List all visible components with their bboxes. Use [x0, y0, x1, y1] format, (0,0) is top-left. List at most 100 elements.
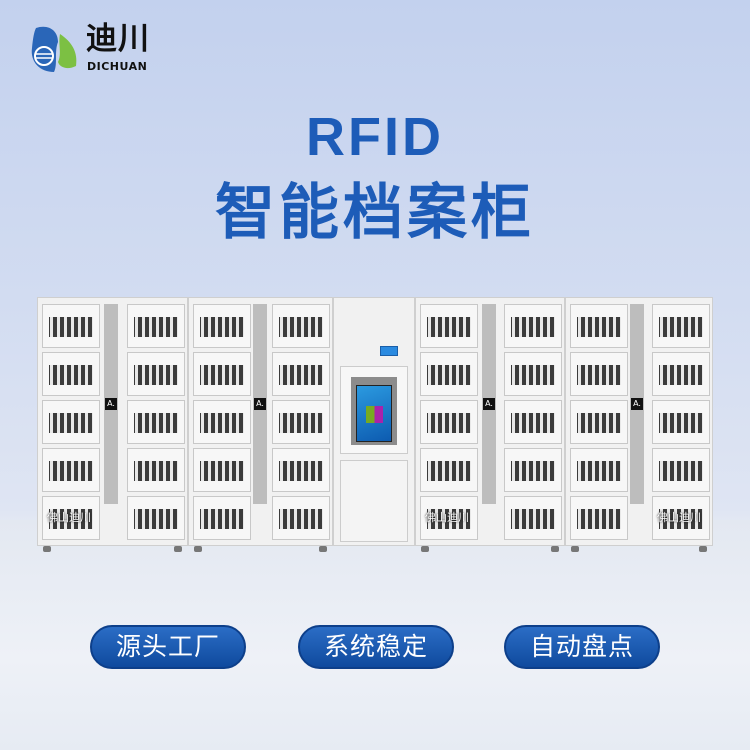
drawer-window: [198, 312, 246, 340]
file-drawer[interactable]: 佛山迪川: [420, 496, 478, 540]
file-drawer[interactable]: [42, 400, 100, 444]
file-drawer[interactable]: [652, 400, 710, 444]
drawer-window: [575, 408, 623, 436]
feature-badge-inventory: 自动盘点: [504, 625, 660, 669]
drawer-window: [47, 456, 95, 484]
file-drawer[interactable]: [127, 352, 185, 396]
drawer-window: [509, 504, 557, 532]
file-drawer[interactable]: [42, 448, 100, 492]
brand-name-en: DICHUAN: [87, 60, 148, 73]
file-drawer[interactable]: [193, 352, 251, 396]
drawer-window: [198, 504, 246, 532]
drawer-window: [509, 360, 557, 388]
drawer-window: [198, 456, 246, 484]
file-drawer[interactable]: [272, 352, 330, 396]
center-control-unit: [333, 297, 415, 546]
caster-wheel: [551, 546, 559, 552]
file-drawer[interactable]: [272, 400, 330, 444]
file-drawer[interactable]: [193, 448, 251, 492]
watermark-text: 佛山迪川: [47, 511, 91, 524]
caster-wheel: [43, 546, 51, 552]
drawer-window: [425, 408, 473, 436]
rfid-reader-icon: A.: [254, 398, 266, 410]
brand-logo: 迪川 DICHUAN: [28, 20, 198, 76]
drawer-window: [657, 360, 705, 388]
drawer-window: [425, 360, 473, 388]
drawer-window: [425, 456, 473, 484]
file-drawer[interactable]: [42, 304, 100, 348]
drawer-window: [132, 408, 180, 436]
drawer-window: [47, 312, 95, 340]
drawer-window: [657, 456, 705, 484]
file-drawer[interactable]: [127, 496, 185, 540]
file-drawer[interactable]: [504, 496, 562, 540]
drawer-window: [198, 408, 246, 436]
file-drawer[interactable]: [193, 304, 251, 348]
status-display-icon: [380, 346, 398, 356]
file-drawer[interactable]: [570, 448, 628, 492]
logo-mark-icon: [31, 26, 77, 72]
file-drawer[interactable]: [504, 448, 562, 492]
file-drawer[interactable]: [652, 304, 710, 348]
drawer-window: [132, 312, 180, 340]
locker-module: A.佛山迪川: [565, 297, 713, 546]
drawer-window: [198, 360, 246, 388]
drawer-window: [47, 408, 95, 436]
drawer-window: [277, 360, 325, 388]
headline-rfid: RFID: [306, 107, 444, 167]
file-drawer[interactable]: [193, 400, 251, 444]
file-drawer[interactable]: [272, 304, 330, 348]
file-drawer[interactable]: 佛山迪川: [652, 496, 710, 540]
brand-name-cn: 迪川: [86, 21, 150, 57]
feature-badge-factory: 源头工厂: [90, 625, 246, 669]
drawer-window: [277, 504, 325, 532]
file-drawer[interactable]: [570, 304, 628, 348]
drawer-window: [575, 312, 623, 340]
file-drawer[interactable]: [420, 448, 478, 492]
caster-wheel: [571, 546, 579, 552]
file-drawer[interactable]: [652, 448, 710, 492]
drawer-window: [575, 456, 623, 484]
locker-module: A. 佛山迪川: [415, 297, 565, 546]
file-drawer[interactable]: [504, 304, 562, 348]
rfid-reader-icon: A.: [105, 398, 117, 410]
drawer-window: [47, 504, 95, 532]
file-drawer[interactable]: [420, 304, 478, 348]
file-drawer[interactable]: [570, 496, 628, 540]
drawer-window: [509, 456, 557, 484]
file-drawer[interactable]: [420, 400, 478, 444]
file-drawer[interactable]: [420, 352, 478, 396]
file-drawer[interactable]: [193, 496, 251, 540]
locker-module: A.: [188, 297, 333, 546]
file-drawer[interactable]: [127, 400, 185, 444]
file-drawer[interactable]: [42, 352, 100, 396]
file-drawer[interactable]: [272, 496, 330, 540]
drawer-window: [277, 408, 325, 436]
file-drawer[interactable]: 佛山迪川: [42, 496, 100, 540]
file-drawer[interactable]: [272, 448, 330, 492]
touchscreen[interactable]: [356, 385, 392, 442]
file-drawer[interactable]: [570, 352, 628, 396]
file-drawer[interactable]: [570, 400, 628, 444]
file-drawer[interactable]: [504, 400, 562, 444]
drawer-window: [425, 312, 473, 340]
drawer-window: [575, 360, 623, 388]
file-drawer[interactable]: [127, 448, 185, 492]
rfid-reader-icon: A.: [483, 398, 495, 410]
drawer-window: [509, 312, 557, 340]
drawer-window: [575, 504, 623, 532]
caster-wheel: [319, 546, 327, 552]
caster-wheel: [699, 546, 707, 552]
file-drawer[interactable]: [652, 352, 710, 396]
caster-wheel: [194, 546, 202, 552]
drawer-window: [277, 456, 325, 484]
drawer-window: [132, 456, 180, 484]
file-drawer[interactable]: [504, 352, 562, 396]
file-drawer[interactable]: [127, 304, 185, 348]
headline-product: 智能档案柜: [215, 178, 535, 248]
locker-module: A. 佛山迪川: [37, 297, 188, 546]
watermark-text: 佛山迪川: [425, 511, 469, 524]
drawer-window: [657, 504, 705, 532]
drawer-window: [132, 504, 180, 532]
app-tiles-icon: [366, 406, 383, 423]
